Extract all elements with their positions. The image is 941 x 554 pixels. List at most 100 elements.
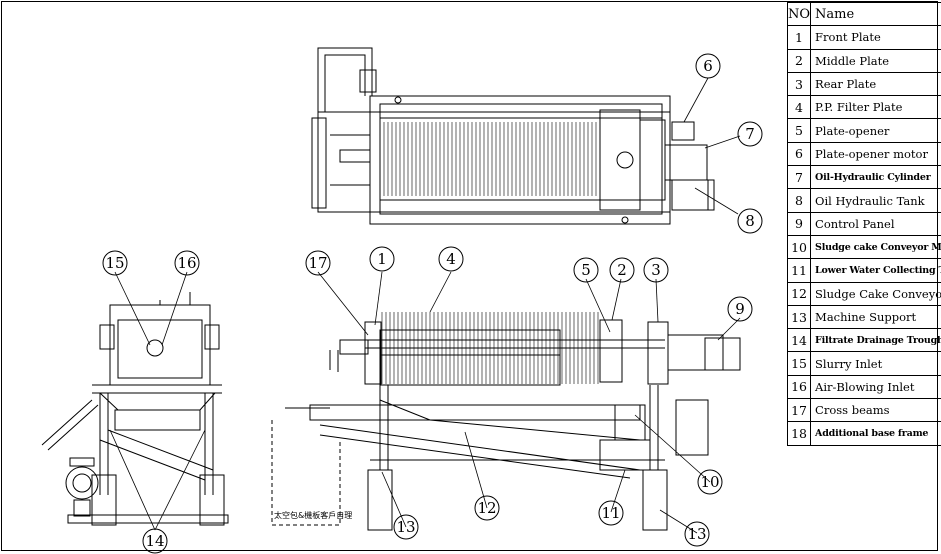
legend-row-name: Sludge cake Conveyor Motor (810, 234, 941, 260)
legend-row-no: 18 (786, 421, 812, 446)
legend-row-no: 15 (786, 351, 812, 376)
svg-text:6: 6 (703, 57, 713, 75)
legend-row-no: 5 (786, 118, 812, 143)
end-view (41, 292, 229, 526)
svg-text:8: 8 (745, 212, 755, 230)
svg-text:14: 14 (145, 532, 164, 550)
balloon-14: 14 (142, 528, 168, 554)
legend-row-name: Lower Water Collecting Trough (810, 258, 941, 283)
legend-row-name: P.P. Filter Plate (810, 95, 941, 120)
svg-text:13: 13 (687, 525, 706, 543)
legend-header-name: Name (810, 1, 941, 27)
balloon-3: 3 (643, 257, 669, 283)
legend-row-no: 1 (786, 25, 812, 50)
drawing-note: 太空包&機板客戶自理 (274, 510, 352, 520)
legend-row-no: 2 (786, 48, 812, 73)
legend-row-name: Rear Plate (810, 71, 941, 97)
legend-row-no: 14 (786, 328, 812, 353)
balloon-5: 5 (573, 257, 599, 283)
balloon-7: 7 (737, 121, 763, 147)
legend-row-name: Air-Blowing Inlet (810, 374, 941, 400)
balloon-11: 11 (598, 500, 624, 526)
top-view-plates (383, 122, 597, 196)
balloon-2: 2 (609, 257, 635, 283)
svg-text:5: 5 (581, 261, 591, 279)
balloon-15: 15 (102, 250, 128, 276)
legend-row-no: 8 (786, 188, 812, 213)
legend-row-no: 16 (786, 374, 812, 400)
svg-text:7: 7 (745, 125, 755, 143)
svg-text:16: 16 (177, 254, 196, 272)
leader-lines (109, 77, 741, 534)
svg-text:4: 4 (446, 250, 456, 268)
balloon-16: 16 (174, 250, 200, 276)
legend-row-no: 17 (786, 398, 812, 423)
svg-text:1: 1 (377, 250, 387, 268)
legend-row-no: 6 (786, 141, 812, 167)
top-view (311, 47, 715, 225)
front-view (271, 312, 741, 531)
legend-row-no: 11 (786, 258, 812, 283)
legend-row-name: Control Panel (810, 211, 941, 236)
legend-row-name: Plate-opener motor (810, 141, 941, 167)
legend-row-name: Filtrate Drainage Trough (810, 328, 941, 353)
legend-row-no: 4 (786, 95, 812, 120)
legend-row-name: Sludge Cake Conveyor (810, 281, 941, 306)
balloon-13-right: 13 (684, 521, 710, 547)
balloon-9: 9 (727, 296, 753, 322)
balloon-6: 6 (695, 53, 721, 79)
legend-row-name: Oil-Hydraulic Cylinder (810, 165, 941, 190)
legend-row-name: Additional base frame (810, 421, 941, 446)
legend-row-no: 9 (786, 211, 812, 236)
legend-header-row: NO Name (786, 1, 941, 27)
svg-text:10: 10 (700, 473, 719, 491)
legend-row-no: 12 (786, 281, 812, 306)
balloon-12: 12 (474, 495, 500, 521)
balloon-17: 17 (305, 250, 331, 276)
balloon-1: 1 (369, 246, 395, 272)
svg-text:17: 17 (308, 254, 327, 272)
svg-text:13: 13 (396, 518, 415, 536)
balloon-13-left: 13 (393, 514, 419, 540)
legend-row-no: 3 (786, 71, 812, 97)
legend-row-no: 7 (786, 165, 812, 190)
svg-text:2: 2 (617, 261, 627, 279)
svg-text:11: 11 (601, 504, 620, 522)
svg-text:15: 15 (105, 254, 124, 272)
balloons: 6 7 8 15 16 14 17 1 4 5 2 3 9 10 11 12 1… (102, 53, 763, 554)
legend-row-name: Plate-opener (810, 118, 941, 143)
legend-row-name: Middle Plate (810, 48, 941, 73)
svg-text:3: 3 (651, 261, 661, 279)
balloon-8: 8 (737, 208, 763, 234)
legend-row-name: Oil Hydraulic Tank (810, 188, 941, 213)
svg-text:12: 12 (477, 499, 496, 517)
legend-row-no: 13 (786, 304, 812, 330)
legend-row-name: Cross beams (810, 398, 941, 423)
legend-row-no: 10 (786, 234, 812, 260)
legend-row-name: Slurry Inlet (810, 351, 941, 376)
legend-row-name: Machine Support (810, 304, 941, 330)
balloon-10: 10 (697, 469, 723, 495)
balloon-4: 4 (438, 246, 464, 272)
legend-row-name: Front Plate (810, 25, 941, 50)
